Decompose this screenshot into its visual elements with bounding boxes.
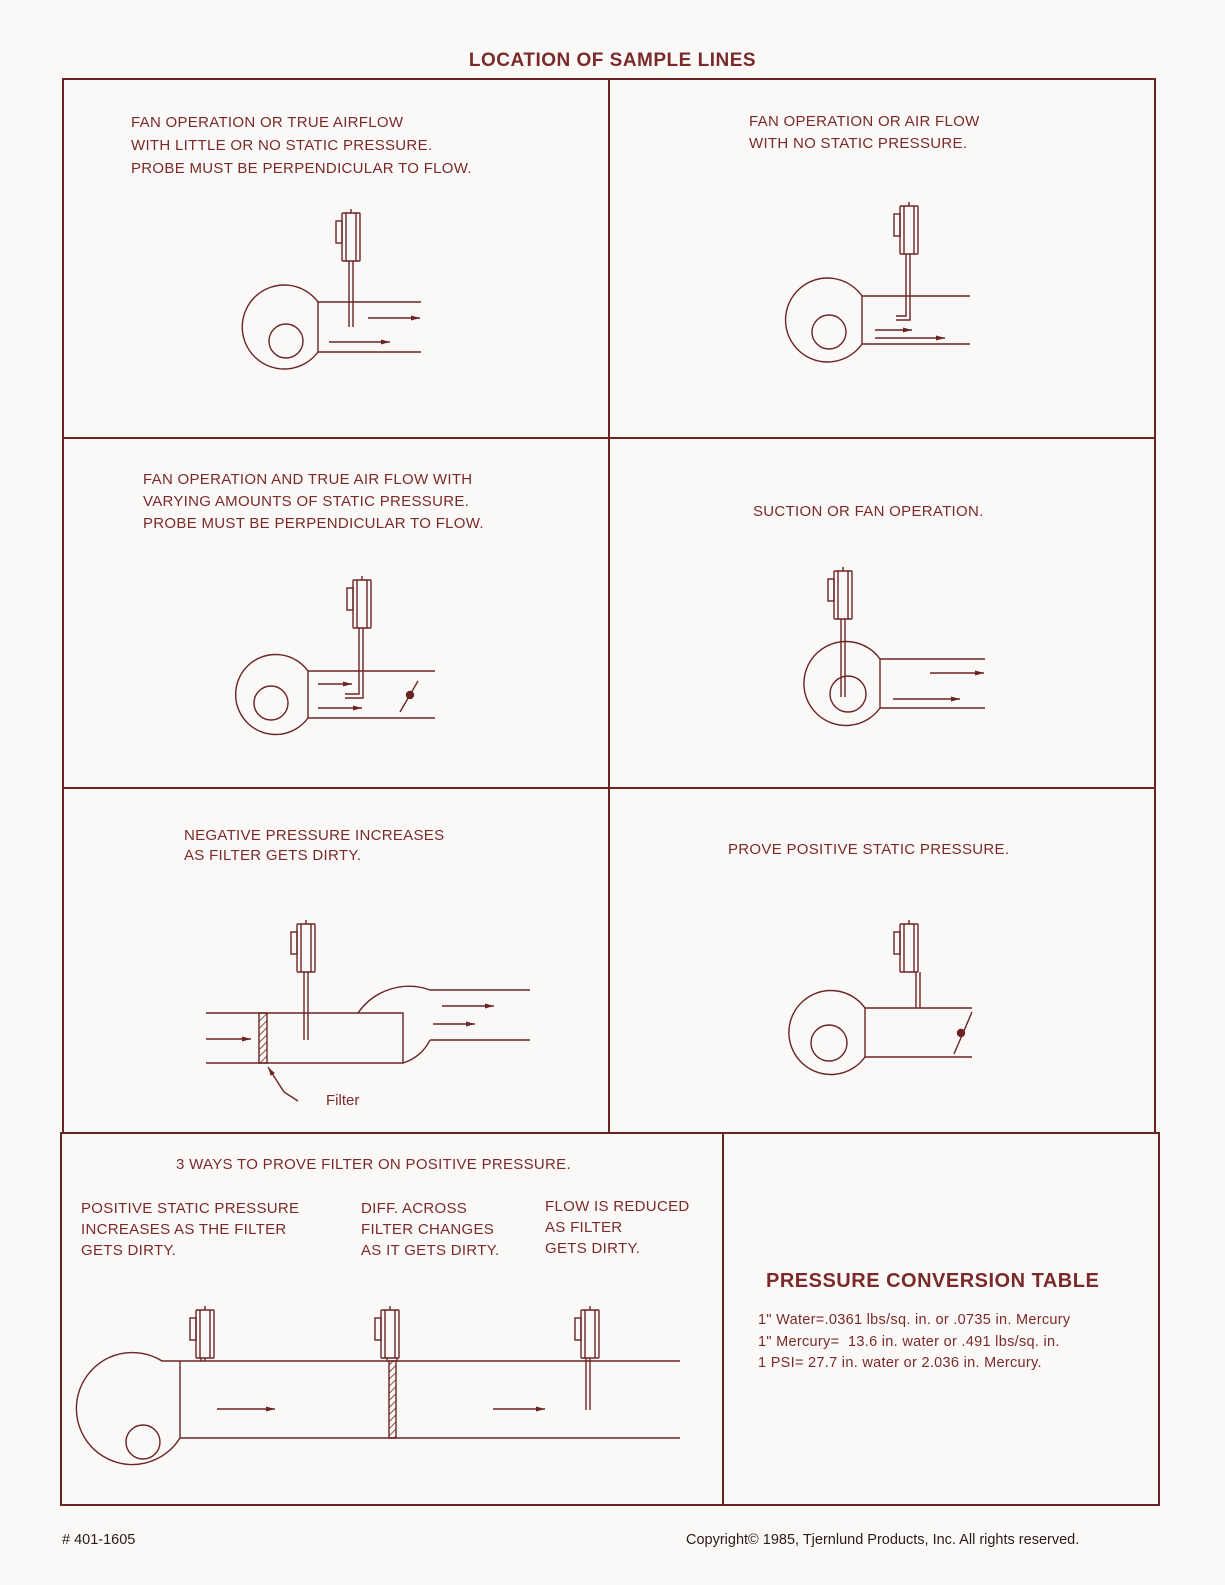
copyright: Copyright© 1985, Tjernlund Products, Inc… bbox=[686, 1532, 1080, 1548]
diagram-6 bbox=[788, 919, 973, 1076]
conversion-table-title: PRESSURE CONVERSION TABLE bbox=[766, 1270, 1100, 1292]
way-2-caption: DIFF. ACROSS FILTER CHANGES AS IT GETS D… bbox=[361, 1200, 500, 1259]
page-title: LOCATION OF SAMPLE LINES bbox=[468, 50, 757, 71]
conversion-row: 1" Water=.0361 lbs/sq. in. or .0735 in. … bbox=[758, 1312, 1071, 1328]
diagram-3 bbox=[235, 575, 435, 736]
diagram-5: Filter bbox=[206, 919, 530, 1109]
panel-5-caption: NEGATIVE PRESSURE INCREASES AS FILTER GE… bbox=[184, 827, 445, 864]
panel-6-caption: PROVE POSITIVE STATIC PRESSURE. bbox=[728, 841, 1010, 858]
diagram-1 bbox=[241, 208, 421, 370]
panel-3-caption: FAN OPERATION AND TRUE AIR FLOW WITH VAR… bbox=[143, 471, 484, 532]
diagram-filter-ways bbox=[75, 1305, 680, 1466]
part-number: # 401-1605 bbox=[62, 1532, 136, 1548]
panel-4-caption: SUCTION OR FAN OPERATION. bbox=[753, 503, 984, 520]
panel-conversion-table bbox=[722, 1132, 1160, 1506]
conversion-row: 1" Mercury= 13.6 in. water or .491 lbs/s… bbox=[758, 1334, 1060, 1350]
panel-1-caption: FAN OPERATION OR TRUE AIRFLOW WITH LITTL… bbox=[131, 114, 472, 177]
diagram-4 bbox=[803, 566, 985, 727]
bottom-heading: 3 WAYS TO PROVE FILTER ON POSITIVE PRESS… bbox=[176, 1156, 571, 1173]
panel-2-caption: FAN OPERATION OR AIR FLOW WITH NO STATIC… bbox=[749, 113, 980, 152]
way-3-caption: FLOW IS REDUCED AS FILTER GETS DIRTY. bbox=[545, 1198, 690, 1257]
way-1-caption: POSITIVE STATIC PRESSURE INCREASES AS TH… bbox=[81, 1200, 300, 1259]
conversion-row: 1 PSI= 27.7 in. water or 2.036 in. Mercu… bbox=[758, 1355, 1042, 1371]
filter-label: Filter bbox=[326, 1092, 359, 1109]
diagram-2 bbox=[784, 201, 970, 363]
